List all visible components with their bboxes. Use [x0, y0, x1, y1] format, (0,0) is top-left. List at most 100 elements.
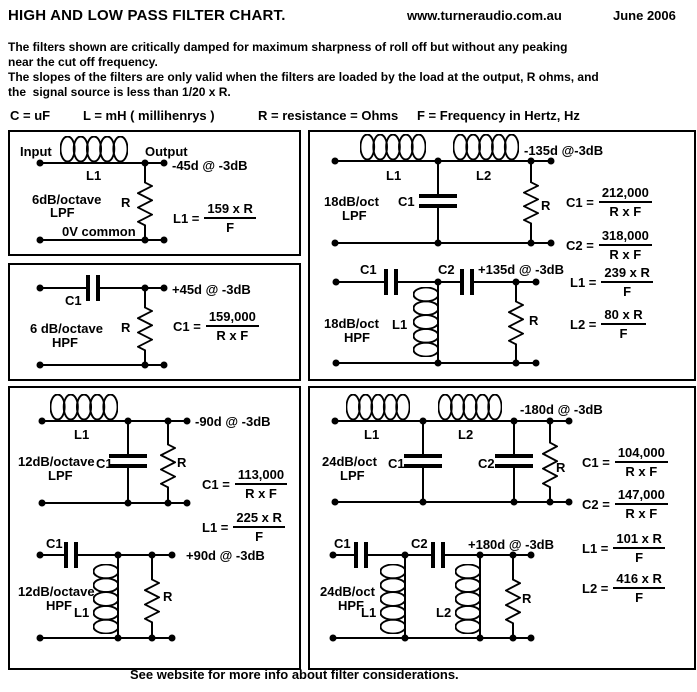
junction-dots-lpf — [331, 157, 555, 247]
formula-numerator: 225 x R — [233, 511, 285, 528]
wires-lpf — [335, 160, 551, 244]
circuit-12db: L1 C1 R 12dB/octave LPF -90d @ -3dB C1 L… — [18, 394, 271, 642]
capacitor-symbol — [419, 194, 457, 208]
formula-fraction: 101 x R F — [613, 532, 665, 564]
phase-label: +180d @ -3dB — [468, 537, 554, 552]
circuit-6db-lpf: Input Output L1 R 6dB/octave LPF 0V comm… — [20, 136, 248, 244]
inductor-coil — [453, 134, 519, 161]
capacitor-label: C1 — [65, 293, 82, 308]
phase-label: -90d @ -3dB — [195, 414, 271, 429]
resistor-label: R — [121, 195, 131, 210]
circuit-6db-hpf: C1 R 6 dB/octave HPF +45d @ -3dB — [30, 275, 251, 369]
formula-numerator: 101 x R — [613, 532, 665, 549]
formula-denominator: F — [635, 550, 644, 565]
phase-label: -180d @ -3dB — [520, 402, 603, 417]
inductor-label: L1 — [364, 427, 379, 442]
formula-numerator: 416 x R — [613, 572, 665, 589]
filter-type-label: HPF — [46, 598, 72, 613]
circuit-18db: L1 L2 C1 R 18dB/oct LPF -135d @-3dB C1 C… — [324, 134, 603, 367]
formula-c1: C1 = 212,000 R x F — [566, 186, 652, 218]
filter-box-6db-hpf: C1 R 6 dB/octave HPF +45d @ -3dB C1 = 15… — [8, 263, 301, 381]
junction-dots-hpf — [36, 551, 176, 642]
phase-label: -135d @-3dB — [524, 143, 603, 158]
formula-fraction: 318,000 R x F — [598, 229, 652, 261]
intro-line-2: near the cut off frequency. — [8, 55, 158, 69]
filter-type-label: HPF — [338, 598, 364, 613]
wires-lpf — [335, 420, 569, 503]
filter-type-label: 6dB/octave — [32, 192, 101, 207]
formula-l1: L1 = 101 x R F — [582, 532, 665, 564]
capacitor-label: C1 — [360, 262, 377, 277]
inductor-label: L2 — [436, 605, 451, 620]
formula-c1: C1 = 113,000 R x F — [202, 468, 288, 500]
inductor-coil — [380, 564, 406, 634]
formula-lhs: L1 = — [570, 274, 597, 290]
formula-denominator: R x F — [625, 464, 658, 479]
resistor-symbol — [505, 575, 521, 626]
junction-dots-lpf — [331, 417, 573, 506]
phase-label: +135d @ -3dB — [478, 262, 564, 277]
capacitor-symbol — [460, 269, 474, 295]
capacitor-symbol — [384, 269, 398, 295]
formula-l1: L1 = 239 x R F — [570, 266, 653, 298]
junction-dots — [36, 284, 168, 369]
capacitor-label: C1 — [46, 536, 63, 551]
resistor-label: R — [163, 589, 173, 604]
formula-l1: L1 = 159 x R F — [173, 202, 256, 234]
filter-type-label: LPF — [50, 205, 75, 220]
formula-l2: L2 = 416 x R F — [582, 572, 665, 604]
capacitor-label: C1 — [388, 456, 405, 471]
formula-numerator: 318,000 — [598, 229, 652, 246]
resistor-label: R — [529, 313, 539, 328]
wires-lpf — [42, 420, 187, 504]
note-line-2: the signal source is less than 1/20 x R. — [8, 85, 231, 99]
inductor-coil — [413, 287, 439, 357]
formula-lhs: L1 = — [582, 540, 609, 556]
filter-type-label: 18dB/oct — [324, 316, 380, 331]
formula-lhs: C1 = — [566, 194, 594, 210]
date-label: June 2006 — [613, 8, 676, 23]
resistor-symbol — [508, 297, 524, 347]
capacitor-label: C2 — [438, 262, 455, 277]
filter-type-label: 18dB/oct — [324, 194, 380, 209]
inductor-label: L1 — [74, 427, 89, 442]
formula-denominator: F — [623, 284, 632, 299]
formula-denominator: R x F — [625, 506, 658, 521]
formula-denominator: F — [255, 529, 264, 544]
inductor-label: L1 — [86, 168, 101, 183]
filter-type-label: LPF — [342, 208, 367, 223]
ground-label: 0V common — [62, 224, 136, 239]
capacitor-label: C1 — [334, 536, 351, 551]
formula-fraction: 104,000 R x F — [614, 446, 668, 479]
formula-fraction: 147,000 R x F — [614, 488, 668, 521]
formula-denominator: F — [226, 220, 235, 235]
formula-lhs: C2 = — [582, 496, 610, 512]
formula-lhs: L1 = — [173, 210, 200, 226]
inductor-label: L1 — [392, 317, 407, 332]
phase-label: +45d @ -3dB — [172, 282, 251, 297]
intro-paragraph: The filters shown are critically damped … — [8, 40, 567, 70]
footer-note: See website for more info about filter c… — [130, 667, 459, 682]
capacitor-symbol — [86, 275, 100, 301]
formula-l2: L2 = 80 x R F — [570, 308, 646, 340]
inductor-label: L1 — [386, 168, 401, 183]
junction-dots-lpf — [38, 417, 191, 507]
formula-denominator: R x F — [216, 328, 249, 343]
phase-label: -45d @ -3dB — [172, 158, 248, 173]
capacitor-label: C2 — [478, 456, 495, 471]
inductor-label: L1 — [74, 605, 89, 620]
junction-dots-hpf — [329, 551, 535, 642]
capacitor-label: C1 — [96, 456, 113, 471]
resistor-label: R — [177, 455, 187, 470]
inductor-coil — [438, 394, 502, 421]
inductor-coil — [360, 134, 426, 161]
formula-fraction: 212,000 R x F — [598, 186, 652, 218]
loading-note-paragraph: The slopes of the filters are only valid… — [8, 70, 599, 100]
filter-type-label: 12dB/octave — [18, 584, 95, 599]
page-title: HIGH AND LOW PASS FILTER CHART. — [8, 7, 286, 24]
formula-numerator: 113,000 — [234, 468, 288, 485]
filter-box-24db: L1 L2 C1 C2 R 24dB/oct LPF -180d @ -3dB … — [308, 386, 696, 670]
inductor-label: L2 — [458, 427, 473, 442]
filter-type-label: 24dB/oct — [320, 584, 376, 599]
filter-type-label: LPF — [340, 468, 365, 483]
